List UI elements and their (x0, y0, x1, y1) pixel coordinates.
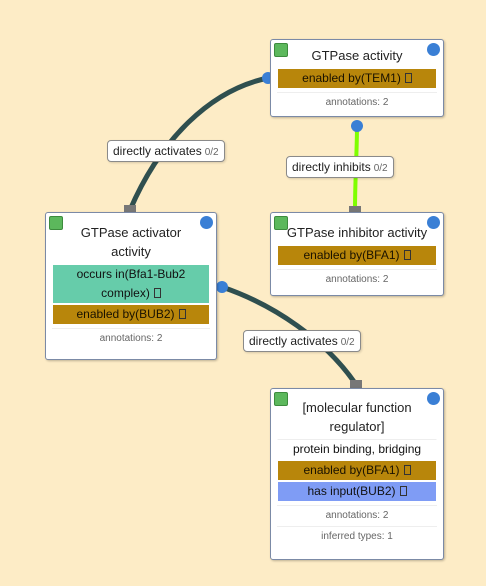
node-title: GTPase inhibitor activity (286, 225, 428, 240)
evidence-box-icon[interactable] (178, 309, 186, 319)
edge-relation: directly activates (249, 334, 338, 348)
enabled-by-row[interactable]: enabled by(BFA1) (277, 460, 437, 481)
connector-dot-icon[interactable] (427, 43, 440, 56)
node-gtpase-activity[interactable]: GTPase activity enabled by(TEM1) annotat… (270, 39, 444, 117)
evidence-box-icon[interactable] (403, 250, 411, 260)
port-activator-right[interactable] (216, 281, 228, 293)
port-activator-top[interactable] (124, 205, 136, 213)
node-handle-icon[interactable] (274, 216, 288, 230)
annotations-count[interactable]: annotations: 2 (52, 328, 210, 349)
edge-count: 0/2 (204, 147, 219, 158)
port-gtpase-activity-bottom[interactable] (351, 120, 363, 132)
edge-directly-activates-1[interactable] (127, 75, 271, 213)
port-inhibitor-top[interactable] (349, 206, 361, 214)
annotations-count[interactable]: annotations: 2 (277, 269, 437, 290)
node-gtpase-inhibitor-activity[interactable]: GTPase inhibitor activity enabled by(BFA… (270, 212, 444, 296)
evidence-box-icon[interactable] (153, 288, 161, 298)
protein-binding-row[interactable]: protein binding, bridging (277, 439, 437, 460)
annotations-count[interactable]: annotations: 2 (277, 92, 437, 113)
port-regulator-top[interactable] (350, 380, 362, 388)
node-title: GTPase activator activity (80, 225, 182, 259)
node-title: GTPase activity (311, 48, 403, 63)
evidence-box-icon[interactable] (403, 465, 411, 475)
node-handle-icon[interactable] (274, 392, 288, 406)
connector-dot-icon[interactable] (427, 392, 440, 405)
edge-count: 0/2 (340, 337, 355, 348)
evidence-box-icon[interactable] (404, 73, 412, 83)
evidence-box-icon[interactable] (399, 486, 407, 496)
occurs-in-row[interactable]: occurs in(Bfa1-Bub2 complex) (52, 264, 210, 304)
edge-count: 0/2 (373, 163, 388, 174)
connector-dot-icon[interactable] (427, 216, 440, 229)
node-molecular-function-regulator[interactable]: [molecular function regulator] protein b… (270, 388, 444, 560)
node-title: [molecular function regulator] (302, 400, 412, 434)
node-gtpase-activator-activity[interactable]: GTPase activator activity occurs in(Bfa1… (45, 212, 217, 360)
edge-relation: directly inhibits (292, 160, 371, 174)
enabled-by-row[interactable]: enabled by(BFA1) (277, 245, 437, 266)
node-handle-icon[interactable] (274, 43, 288, 57)
edge-relation: directly activates (113, 144, 202, 158)
inferred-types-count[interactable]: inferred types: 1 (277, 526, 437, 547)
enabled-by-row[interactable]: enabled by(BUB2) (52, 304, 210, 325)
edge-directly-activates-2[interactable] (219, 284, 358, 386)
annotations-count[interactable]: annotations: 2 (277, 505, 437, 526)
node-handle-icon[interactable] (49, 216, 63, 230)
connector-dot-icon[interactable] (200, 216, 213, 229)
enabled-by-row[interactable]: enabled by(TEM1) (277, 68, 437, 89)
has-input-row[interactable]: has input(BUB2) (277, 481, 437, 502)
